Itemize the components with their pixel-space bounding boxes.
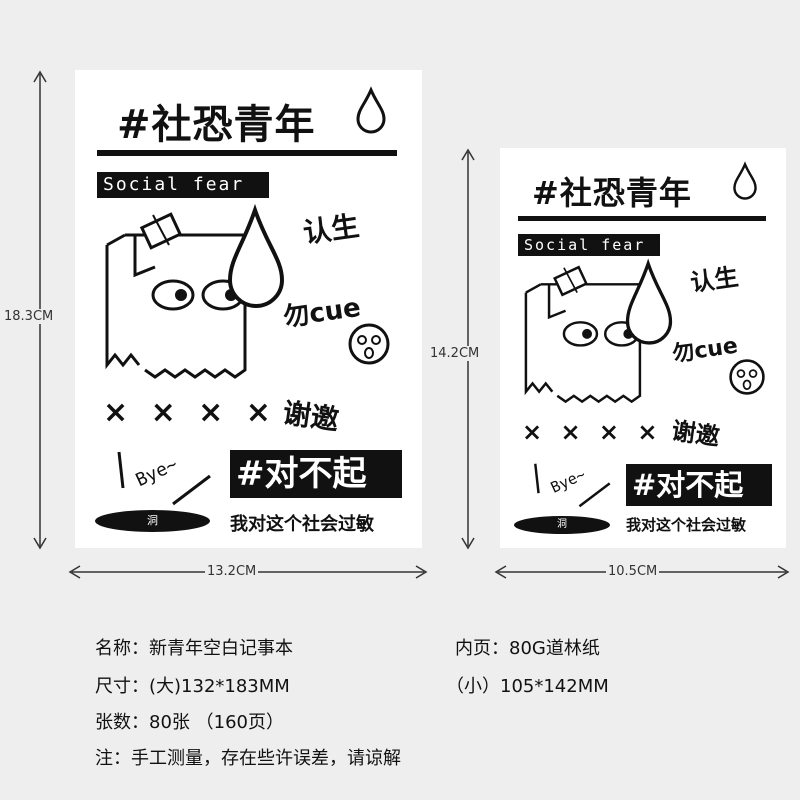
social-fear-band: Social fear xyxy=(518,234,660,256)
small-cover-title: #社恐青年 xyxy=(532,174,692,212)
x-marks-row: × × × × xyxy=(522,418,663,446)
bye-strokes xyxy=(534,463,611,508)
spec-size-small: （小）105*142MM xyxy=(446,676,609,697)
spec-note: 注：手工测量，存在些许误差，请谅解 xyxy=(95,748,401,769)
title-rule xyxy=(97,150,397,156)
small-notebook-cover: #社恐青年 Social fear 认生 勿cue 谢邀 × × × × Bye… xyxy=(500,148,786,548)
side-word-thanks: 谢邀 xyxy=(280,396,341,437)
large-height-label: 18.3CM xyxy=(2,309,56,324)
sweat-drop-icon xyxy=(733,161,757,200)
paper-bag-character xyxy=(105,203,285,379)
shocked-face-icon xyxy=(348,323,390,365)
large-width-label: 13.2CM xyxy=(205,564,259,579)
social-fear-band: Social fear xyxy=(97,172,269,198)
spec-size-large: 尺寸：(大)132*183MM xyxy=(95,676,290,697)
sorry-tag: #对不起 xyxy=(626,464,772,506)
title-rule xyxy=(518,216,766,221)
spec-name: 名称：新青年空白记事本 xyxy=(95,638,293,659)
large-cover-title: #社恐青年 xyxy=(117,102,316,148)
shocked-face-icon xyxy=(729,359,765,395)
spec-sheet-count: 张数：80张 （160页） xyxy=(95,712,284,733)
hole-icon: 洞 xyxy=(514,516,610,534)
spec-inner-pages: 内页：80G道林纸 xyxy=(455,638,600,659)
side-word-shy: 认生 xyxy=(688,262,741,298)
bye-strokes xyxy=(117,451,211,506)
side-word-shy: 认生 xyxy=(301,209,362,250)
large-notebook-cover: #社恐青年 Social fear 认生 勿cue 谢邀 × × × × Bye… xyxy=(75,70,422,548)
hole-icon: 洞 xyxy=(95,510,210,532)
paper-bag-character xyxy=(524,258,673,404)
slogan-text: 我对这个社会过敏 xyxy=(626,516,747,534)
small-height-label: 14.2CM xyxy=(428,346,482,361)
sweat-drop-icon xyxy=(356,86,386,134)
slogan-text: 我对这个社会过敏 xyxy=(230,514,374,535)
x-marks-row: × × × × xyxy=(103,395,277,430)
small-width-label: 10.5CM xyxy=(606,564,660,579)
side-word-thanks: 谢邀 xyxy=(669,416,722,452)
sorry-tag: #对不起 xyxy=(230,450,402,498)
